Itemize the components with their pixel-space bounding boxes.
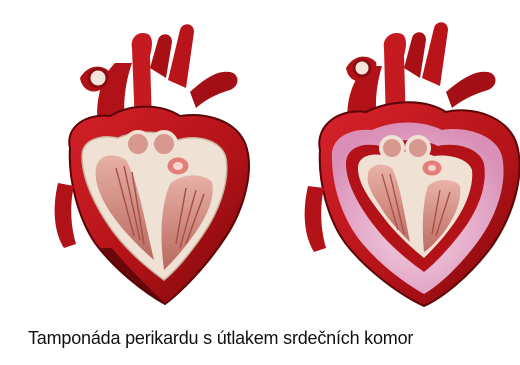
tamponade-heart-illustration [300,8,520,308]
normal-heart-illustration [40,8,265,308]
vena-cava [55,183,76,248]
vena-cava [305,186,326,252]
figure-caption: Tamponáda perikardu s útlakem srdečních … [28,328,413,349]
